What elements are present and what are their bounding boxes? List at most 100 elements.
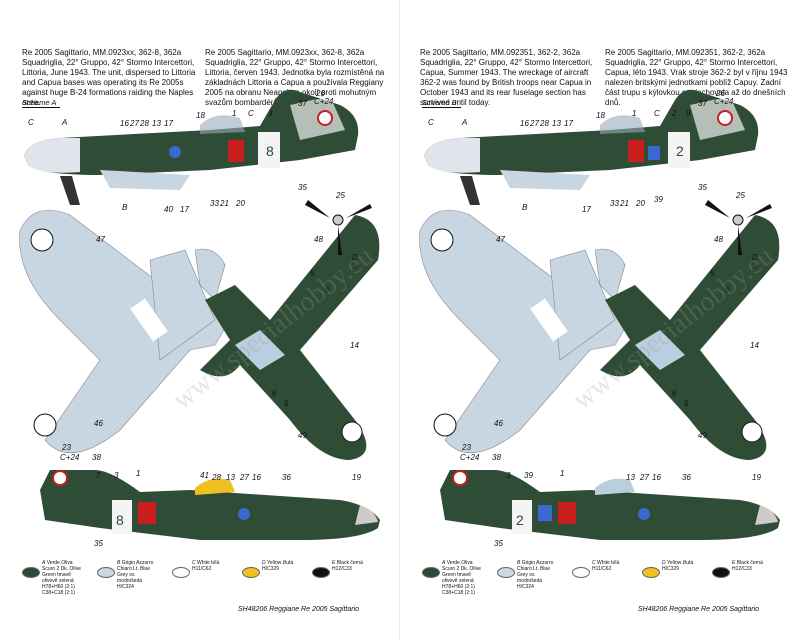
callout: 46 — [94, 419, 103, 428]
callout: 35 — [298, 183, 307, 192]
callout: 2 — [671, 109, 677, 118]
callout: 3 — [268, 109, 273, 118]
propeller-detail-a — [305, 200, 372, 255]
callout: 37 — [298, 99, 307, 108]
callout: 26 — [315, 89, 325, 98]
callout: 38 — [492, 453, 501, 462]
callout: 35 — [94, 539, 103, 548]
page-divider — [399, 0, 400, 640]
callout: 48 — [314, 235, 323, 244]
callout: 14 — [350, 341, 359, 350]
callout: 7 — [96, 471, 101, 480]
callout: 16 — [652, 473, 661, 482]
scheme-a-panel: Re 2005 Sagittario, MM.0923xx, 362-8, 36… — [19, 48, 392, 613]
scheme-b-label: Scheme B — [422, 98, 461, 108]
callout: 1 — [232, 109, 236, 118]
callout: 17 — [564, 119, 573, 128]
callout: 20 — [635, 199, 645, 208]
callout: 6 — [325, 285, 330, 294]
footer-title-b: SH48206 Reggiane Re 2005 Sagittario — [638, 606, 760, 613]
callout: 1 — [136, 469, 140, 478]
side-profile-left: 8 — [24, 89, 359, 205]
callout: 14 — [750, 341, 759, 350]
callout: 21 — [219, 199, 229, 208]
upper-view-a — [200, 215, 380, 460]
callout: 47 — [96, 235, 105, 244]
scheme-b-description-en: Re 2005 Sagittario, MM.092351, 362-2, 36… — [420, 48, 593, 107]
callout: A — [61, 118, 67, 127]
callout: 5 — [310, 269, 315, 278]
paint-legend-a: A Verde Oliva Scuro 2 Dk. Olive Green tm… — [22, 560, 392, 600]
callout: 6 — [272, 389, 277, 398]
callout: 13 — [152, 119, 161, 128]
callout: 1 — [632, 109, 636, 118]
callout: 25 — [735, 191, 745, 200]
callout: C+24 — [714, 97, 734, 106]
callout: E — [352, 265, 358, 274]
callout: 38 — [92, 453, 101, 462]
callout: 28 — [211, 473, 221, 482]
scheme-a-artwork: 8 — [19, 89, 380, 548]
callout: 46 — [494, 419, 503, 428]
callout: 40 — [164, 205, 173, 214]
side-profile-right: 8 — [40, 470, 380, 540]
callout: 28 — [539, 119, 549, 128]
upper-view-b — [600, 215, 780, 460]
callout: 8 — [686, 109, 691, 118]
callout: 17 — [582, 205, 591, 214]
callout: 47 — [496, 235, 505, 244]
callout: 13 — [626, 473, 635, 482]
callout: 33 — [610, 199, 619, 208]
callout: 18 — [596, 111, 605, 120]
callout: 5 — [284, 399, 289, 408]
callout: A — [461, 118, 467, 127]
callout: C — [428, 118, 434, 127]
callout: 36 — [282, 473, 291, 482]
fuselage-code-b: 2 — [676, 143, 684, 159]
fuselage-code-a-2: 8 — [116, 512, 124, 528]
callout: 39 — [524, 471, 533, 480]
callout: 3 — [114, 471, 119, 480]
callout: 37 — [698, 99, 707, 108]
footer-title-a: SH48206 Reggiane Re 2005 Sagittario — [238, 606, 360, 613]
callout: B — [522, 203, 528, 212]
callout: 28 — [139, 119, 149, 128]
callout: 17 — [180, 205, 189, 214]
callout: 3 — [506, 471, 511, 480]
callout: B — [122, 203, 128, 212]
callout: 19 — [752, 473, 761, 482]
scheme-b-panel: Re 2005 Sagittario, MM.092351, 362-2, 36… — [400, 0, 800, 640]
callout: 1 — [560, 469, 564, 478]
callout: 5 — [710, 269, 715, 278]
callout: 13 — [552, 119, 561, 128]
callout: 21 — [619, 199, 629, 208]
callout: 36 — [682, 473, 691, 482]
callout: 16 — [120, 119, 129, 128]
callout: 13 — [226, 473, 235, 482]
callout: 27 — [129, 119, 139, 128]
callout: 49 — [698, 431, 707, 440]
callout: 23 — [61, 443, 71, 452]
callout: 27 — [529, 119, 539, 128]
callout: 33 — [210, 199, 219, 208]
underside-view-b — [419, 209, 631, 454]
callout: D — [752, 253, 758, 262]
callout: 6 — [672, 389, 677, 398]
callout: 35 — [494, 539, 503, 548]
callout: 20 — [235, 199, 245, 208]
callout: C — [248, 109, 254, 118]
callout: 27 — [639, 473, 649, 482]
propeller-detail-b — [705, 200, 772, 255]
scheme-b-artwork: 2 2 — [419, 89, 780, 548]
callout: 19 — [352, 473, 361, 482]
scheme-a-label: Scheme A — [22, 98, 61, 108]
callout: 16 — [520, 119, 529, 128]
underside-view-a — [19, 209, 231, 454]
callout: 25 — [335, 191, 345, 200]
callout: 23 — [461, 443, 471, 452]
callout: E — [752, 265, 758, 274]
callout: 16 — [252, 473, 261, 482]
callout: C+24 — [460, 453, 480, 462]
callouts-b: C A 16 27 28 13 17 18 1 C 2 8 37 26 C+24… — [428, 89, 761, 548]
callouts-a: C A 16 27 28 13 17 18 1 C 3 37 26 C+24 B… — [28, 89, 361, 548]
